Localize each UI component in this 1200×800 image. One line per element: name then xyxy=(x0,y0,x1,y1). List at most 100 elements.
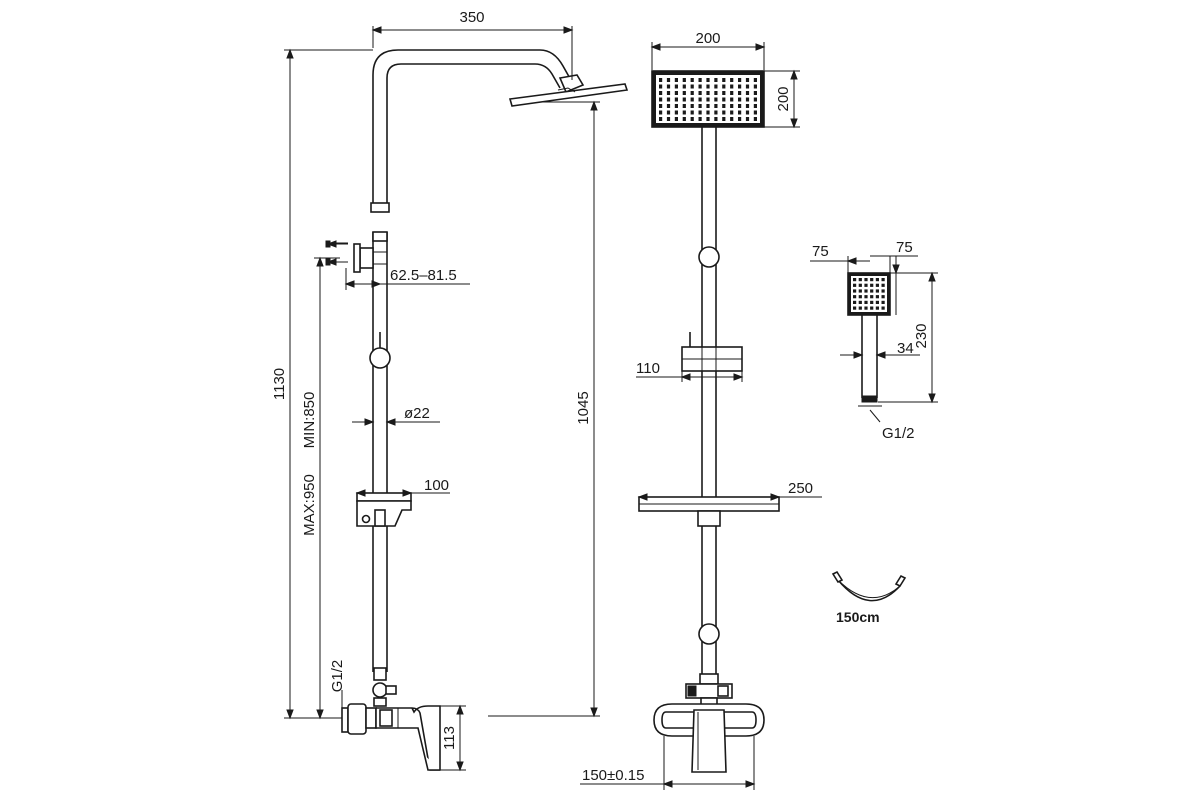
nozzle-hole xyxy=(730,110,734,115)
nozzle-hole xyxy=(722,91,726,95)
hand-nozzle-hole xyxy=(858,306,862,310)
hand-nozzle-hole xyxy=(853,300,857,304)
dim-front-head-depth: 200 xyxy=(764,69,800,129)
nozzle-hole xyxy=(690,91,694,95)
nozzle-hole xyxy=(690,117,694,121)
hand-nozzle-hole xyxy=(853,283,857,287)
nozzle-hole xyxy=(659,84,663,89)
nozzle-hole xyxy=(722,97,726,102)
nozzle-hole xyxy=(745,110,750,115)
hand-nozzle-hole xyxy=(881,278,885,282)
nozzle-hole xyxy=(659,117,663,121)
nozzle-hole xyxy=(674,78,678,82)
nozzle-hole xyxy=(714,104,718,108)
label-side-total-height: 1130 xyxy=(271,368,288,400)
nozzle-hole xyxy=(706,110,710,115)
nozzle-hole xyxy=(738,97,742,102)
nozzle-hole xyxy=(753,110,757,115)
nozzle-hole xyxy=(745,117,750,121)
nozzle-hole xyxy=(714,117,718,121)
front-shelf xyxy=(638,496,780,527)
dim-side-pipe-diameter: ø22 xyxy=(352,405,440,426)
side-mixer-valve xyxy=(341,667,441,771)
hand-nozzle-hole xyxy=(875,289,879,293)
nozzle-hole xyxy=(674,97,678,102)
dim-hand-length: 230 xyxy=(878,271,938,404)
hand-nozzle-hole xyxy=(864,300,868,304)
hand-nozzle-hole xyxy=(881,283,885,287)
label-hand-width-a: 75 xyxy=(812,243,829,260)
hand-nozzle-hole xyxy=(858,300,862,304)
dim-side-holder-width: 100 xyxy=(355,477,450,497)
hand-nozzle-hole xyxy=(858,283,862,287)
label-hand-length: 230 xyxy=(913,323,930,348)
nozzle-hole xyxy=(674,84,678,89)
nozzle-hole xyxy=(674,117,678,121)
dim-side-total-height: 1130 xyxy=(271,48,373,720)
hand-nozzle-hole xyxy=(870,283,874,287)
nozzle-hole xyxy=(738,110,742,115)
label-front-head-width: 200 xyxy=(695,30,720,47)
hand-nozzle-hole xyxy=(870,289,874,293)
hand-nozzle-hole xyxy=(875,306,879,310)
nozzle-hole xyxy=(722,117,726,121)
side-head-disc xyxy=(508,83,629,107)
nozzle-hole xyxy=(690,78,694,82)
dim-side-head-height: 1045 xyxy=(488,100,600,718)
side-overhead-arm xyxy=(372,49,573,205)
hose-detail: 150cm xyxy=(831,570,907,625)
nozzle-hole xyxy=(682,104,686,108)
nozzle-hole xyxy=(666,91,671,95)
front-slider-knob xyxy=(698,623,720,645)
nozzle-hole xyxy=(698,91,702,95)
hand-nozzle-hole xyxy=(870,295,874,299)
dim-side-min-height: MIN:850 MAX:950 xyxy=(301,256,340,720)
hand-nozzle-hole xyxy=(853,289,857,293)
label-hand-width-b: 75 xyxy=(896,239,913,256)
dim-front-shelf-width: 250 xyxy=(637,480,822,501)
dim-hand-width-b: 75 xyxy=(870,239,918,315)
nozzle-hole xyxy=(674,91,678,95)
nozzle-hole xyxy=(714,78,718,82)
nozzle-hole xyxy=(753,91,757,95)
nozzle-hole xyxy=(730,91,734,95)
nozzle-hole xyxy=(706,91,710,95)
nozzle-hole xyxy=(698,78,702,82)
side-view: 350 1130 62.5–81.5 MIN:850 MAX:950 xyxy=(271,9,629,772)
hand-nozzle-hole xyxy=(853,306,857,310)
hand-nozzle-hole xyxy=(870,306,874,310)
front-wall-bracket xyxy=(698,246,720,268)
hand-nozzle-hole xyxy=(864,283,868,287)
label-side-holder-width: 100 xyxy=(424,477,449,494)
dim-front-head-width: 200 xyxy=(650,30,766,70)
hand-nozzle-hole xyxy=(858,289,862,293)
nozzle-hole xyxy=(698,104,702,108)
side-head-joint xyxy=(558,74,585,94)
nozzle-hole xyxy=(714,97,718,102)
nozzle-hole xyxy=(753,117,757,121)
hand-nozzle-hole xyxy=(881,289,885,293)
nozzle-hole xyxy=(722,78,726,82)
label-front-shelf-width: 250 xyxy=(788,480,813,497)
hand-nozzle-hole xyxy=(881,306,885,310)
nozzle-hole xyxy=(659,97,663,102)
hand-nozzle-hole xyxy=(864,278,868,282)
nozzle-hole xyxy=(722,84,726,89)
nozzle-hole xyxy=(690,104,694,108)
nozzle-hole xyxy=(753,78,757,82)
label-side-max-height: MAX:950 xyxy=(301,474,318,536)
label-side-min-height: MIN:850 xyxy=(301,392,318,449)
nozzle-hole xyxy=(722,104,726,108)
front-view: 200 200 110 250 xyxy=(580,30,822,790)
nozzle-hole xyxy=(659,78,663,82)
label-hose-length: 150cm xyxy=(836,609,880,625)
nozzle-hole xyxy=(753,84,757,89)
nozzle-hole xyxy=(714,84,718,89)
nozzle-hole xyxy=(745,91,750,95)
nozzle-hole xyxy=(682,117,686,121)
label-side-pipe-diameter: ø22 xyxy=(404,405,430,422)
label-front-centers: 150±0.15 xyxy=(582,767,644,784)
hand-shower-detail: 75 75 230 34 G1/2 xyxy=(810,239,938,442)
nozzle-hole xyxy=(706,117,710,121)
